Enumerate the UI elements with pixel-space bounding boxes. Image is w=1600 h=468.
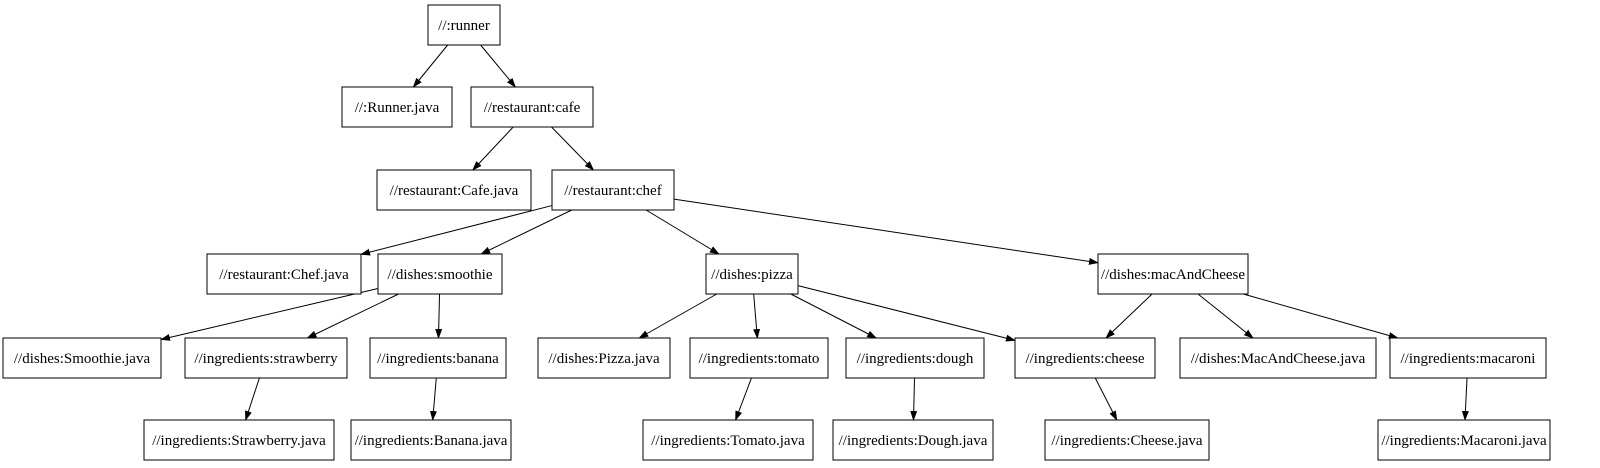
node-chef: //restaurant:chef bbox=[551, 169, 675, 211]
edge-cafe-to-chef bbox=[551, 126, 595, 171]
node-label-chef: //restaurant:chef bbox=[564, 183, 661, 199]
node-label-mac-and-cheese-java: //dishes:MacAndCheese.java bbox=[1191, 351, 1366, 367]
node-tomato-java: //ingredients:Tomato.java bbox=[642, 419, 814, 461]
node-label-banana: //ingredients:banana bbox=[377, 351, 499, 367]
node-box-chef-java bbox=[206, 253, 362, 295]
node-chef-java: //restaurant:Chef.java bbox=[206, 253, 362, 295]
edge-runner-to-cafe bbox=[480, 44, 517, 88]
node-cheese: //ingredients:cheese bbox=[1014, 337, 1156, 379]
edge-pizza-to-pizza-java bbox=[638, 293, 718, 339]
edge-macaroni-to-macaroni-java bbox=[1461, 377, 1469, 421]
node-pizza-java: //dishes:Pizza.java bbox=[537, 337, 671, 379]
node-label-runner-java: //:Runner.java bbox=[355, 100, 440, 116]
node-strawberry-java: //ingredients:Strawberry.java bbox=[143, 419, 335, 461]
node-box-tomato-java bbox=[642, 419, 814, 461]
node-box-strawberry-java bbox=[143, 419, 335, 461]
edge-chef-to-smoothie bbox=[480, 209, 573, 255]
node-box-macaroni bbox=[1389, 337, 1547, 379]
node-dough-java: //ingredients:Dough.java bbox=[832, 419, 994, 461]
node-box-tomato bbox=[689, 337, 829, 379]
node-box-cheese-java bbox=[1044, 419, 1210, 461]
node-smoothie-java: //dishes:Smoothie.java bbox=[2, 337, 162, 379]
node-box-strawberry bbox=[184, 337, 348, 379]
edge-chef-to-mac-and-cheese bbox=[673, 198, 1099, 265]
edge-mac-and-cheese-to-macaroni bbox=[1243, 293, 1399, 339]
edge-cafe-to-cafe-java bbox=[472, 126, 514, 171]
nodes-layer: //:runner //:Runner.java //restaurant:cafe… bbox=[2, 4, 1551, 461]
node-banana-java: //ingredients:Banana.java bbox=[350, 419, 512, 461]
node-label-tomato-java: //ingredients:Tomato.java bbox=[651, 433, 805, 449]
edge-pizza-to-dough bbox=[790, 293, 878, 339]
node-label-mac-and-cheese: //dishes:macAndCheese bbox=[1101, 267, 1245, 283]
node-cafe: //restaurant:cafe bbox=[470, 86, 594, 128]
node-tomato: //ingredients:tomato bbox=[689, 337, 829, 379]
node-label-smoothie-java: //dishes:Smoothie.java bbox=[14, 351, 151, 367]
node-label-banana-java: //ingredients:Banana.java bbox=[355, 433, 508, 449]
node-cheese-java: //ingredients:Cheese.java bbox=[1044, 419, 1210, 461]
node-label-runner: //:runner bbox=[438, 18, 490, 34]
node-box-dough-java bbox=[832, 419, 994, 461]
node-mac-and-cheese-java: //dishes:MacAndCheese.java bbox=[1179, 337, 1377, 379]
node-label-cheese: //ingredients:cheese bbox=[1025, 351, 1144, 367]
edge-strawberry-to-strawberry-java bbox=[245, 377, 260, 421]
node-label-cafe-java: //restaurant:Cafe.java bbox=[390, 183, 519, 199]
edge-pizza-to-tomato bbox=[753, 293, 761, 339]
node-label-macaroni-java: //ingredients:Macaroni.java bbox=[1381, 433, 1547, 449]
node-box-cheese bbox=[1014, 337, 1156, 379]
node-box-runner-java bbox=[341, 86, 453, 128]
node-cafe-java: //restaurant:Cafe.java bbox=[376, 169, 532, 211]
edge-mac-and-cheese-to-cheese bbox=[1105, 293, 1153, 339]
node-mac-and-cheese: //dishes:macAndCheese bbox=[1097, 253, 1249, 295]
node-box-mac-and-cheese bbox=[1097, 253, 1249, 295]
node-box-chef bbox=[551, 169, 675, 211]
node-label-dough-java: //ingredients:Dough.java bbox=[839, 433, 988, 449]
node-label-dough: //ingredients:dough bbox=[857, 351, 974, 367]
node-box-smoothie-java bbox=[2, 337, 162, 379]
edge-smoothie-to-banana bbox=[435, 293, 443, 339]
edge-chef-to-chef-java bbox=[360, 205, 553, 256]
node-banana: //ingredients:banana bbox=[369, 337, 507, 379]
edge-smoothie-to-smoothie-java bbox=[160, 288, 379, 341]
edge-cheese-to-cheese-java bbox=[1094, 377, 1118, 421]
node-label-pizza-java: //dishes:Pizza.java bbox=[548, 351, 660, 367]
node-box-runner bbox=[427, 4, 501, 46]
edge-runner-to-runner-java bbox=[412, 44, 449, 88]
edge-pizza-to-cheese bbox=[797, 285, 1016, 342]
node-box-pizza-java bbox=[537, 337, 671, 379]
node-label-tomato: //ingredients:tomato bbox=[699, 351, 820, 367]
node-runner-java: //:Runner.java bbox=[341, 86, 453, 128]
node-label-macaroni: //ingredients:macaroni bbox=[1401, 351, 1536, 367]
node-label-smoothie: //dishes:smoothie bbox=[388, 267, 493, 283]
edge-mac-and-cheese-to-mac-and-cheese-java bbox=[1197, 293, 1254, 339]
node-smoothie: //dishes:smoothie bbox=[377, 253, 503, 295]
node-dough: //ingredients:dough bbox=[845, 337, 985, 379]
edge-banana-to-banana-java bbox=[429, 377, 437, 421]
node-macaroni: //ingredients:macaroni bbox=[1389, 337, 1547, 379]
node-label-strawberry: //ingredients:strawberry bbox=[194, 351, 338, 367]
edge-dough-to-dough-java bbox=[910, 377, 918, 421]
node-box-banana-java bbox=[350, 419, 512, 461]
node-label-pizza: //dishes:pizza bbox=[711, 267, 793, 283]
edge-chef-to-pizza bbox=[645, 209, 720, 255]
node-runner: //:runner bbox=[427, 4, 501, 46]
node-macaroni-java: //ingredients:Macaroni.java bbox=[1377, 419, 1551, 461]
node-pizza: //dishes:pizza bbox=[705, 253, 799, 295]
node-box-mac-and-cheese-java bbox=[1179, 337, 1377, 379]
node-label-cheese-java: //ingredients:Cheese.java bbox=[1051, 433, 1203, 449]
node-box-banana bbox=[369, 337, 507, 379]
edge-tomato-to-tomato-java bbox=[735, 377, 752, 421]
node-strawberry: //ingredients:strawberry bbox=[184, 337, 348, 379]
node-box-cafe bbox=[470, 86, 594, 128]
node-box-pizza bbox=[705, 253, 799, 295]
node-box-dough bbox=[845, 337, 985, 379]
node-box-cafe-java bbox=[376, 169, 532, 211]
node-label-strawberry-java: //ingredients:Strawberry.java bbox=[152, 433, 326, 449]
node-box-smoothie bbox=[377, 253, 503, 295]
edge-smoothie-to-strawberry bbox=[306, 293, 399, 339]
edges-layer bbox=[160, 44, 1469, 421]
node-box-macaroni-java bbox=[1377, 419, 1551, 461]
node-label-cafe: //restaurant:cafe bbox=[484, 100, 581, 116]
node-label-chef-java: //restaurant:Chef.java bbox=[219, 267, 349, 283]
